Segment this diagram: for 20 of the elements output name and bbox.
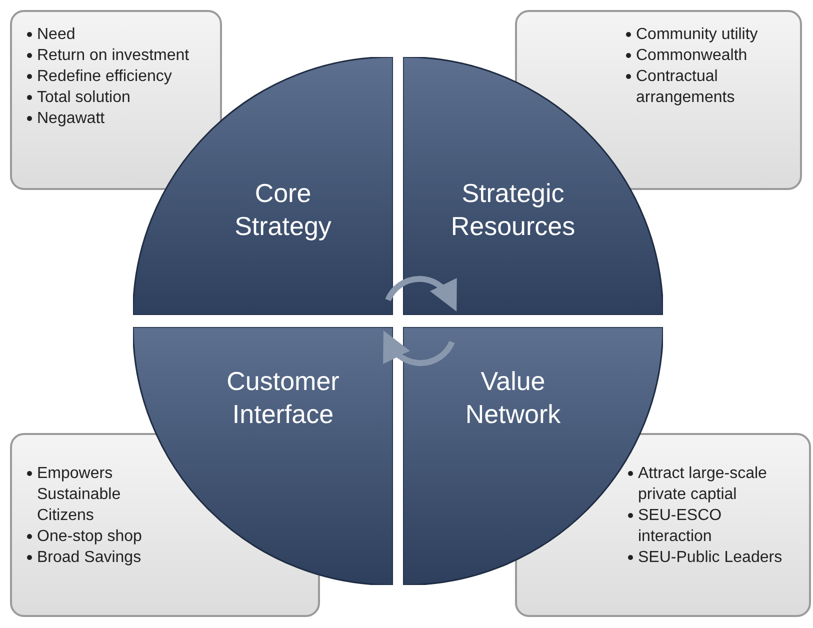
quadrant-title: Strategic Resources	[450, 177, 576, 243]
bullet-item: SEU-Public Leaders	[638, 549, 782, 566]
bullet-item: SEU-ESCO interaction	[638, 507, 722, 545]
quadrant-title: Value Network	[464, 365, 562, 431]
bullet-item: Community utility	[636, 26, 758, 43]
bullet-item: One-stop shop	[37, 528, 142, 545]
bullet-item: Redefine efficiency	[37, 68, 172, 85]
bullet-item: Broad Savings	[37, 549, 142, 566]
bullet-item: Need	[37, 26, 76, 43]
cycle-arrow	[385, 276, 458, 312]
bullet-item: Attract large-scale private captial	[638, 465, 767, 503]
bullet-item: Total solution	[37, 89, 130, 106]
bullet-item: Commonwealth	[636, 47, 748, 64]
bullet-item: Empowers Sustainable Citizens	[37, 465, 121, 524]
quadrant-title: Customer Interface	[226, 365, 340, 431]
quadrant-title: Core Strategy	[234, 177, 332, 243]
bullet-item: Negawatt	[37, 110, 105, 127]
bullet-item: Contractual arrangements	[636, 68, 735, 106]
bullet-item: Return on investment	[37, 47, 190, 64]
text-box	[10, 10, 222, 190]
